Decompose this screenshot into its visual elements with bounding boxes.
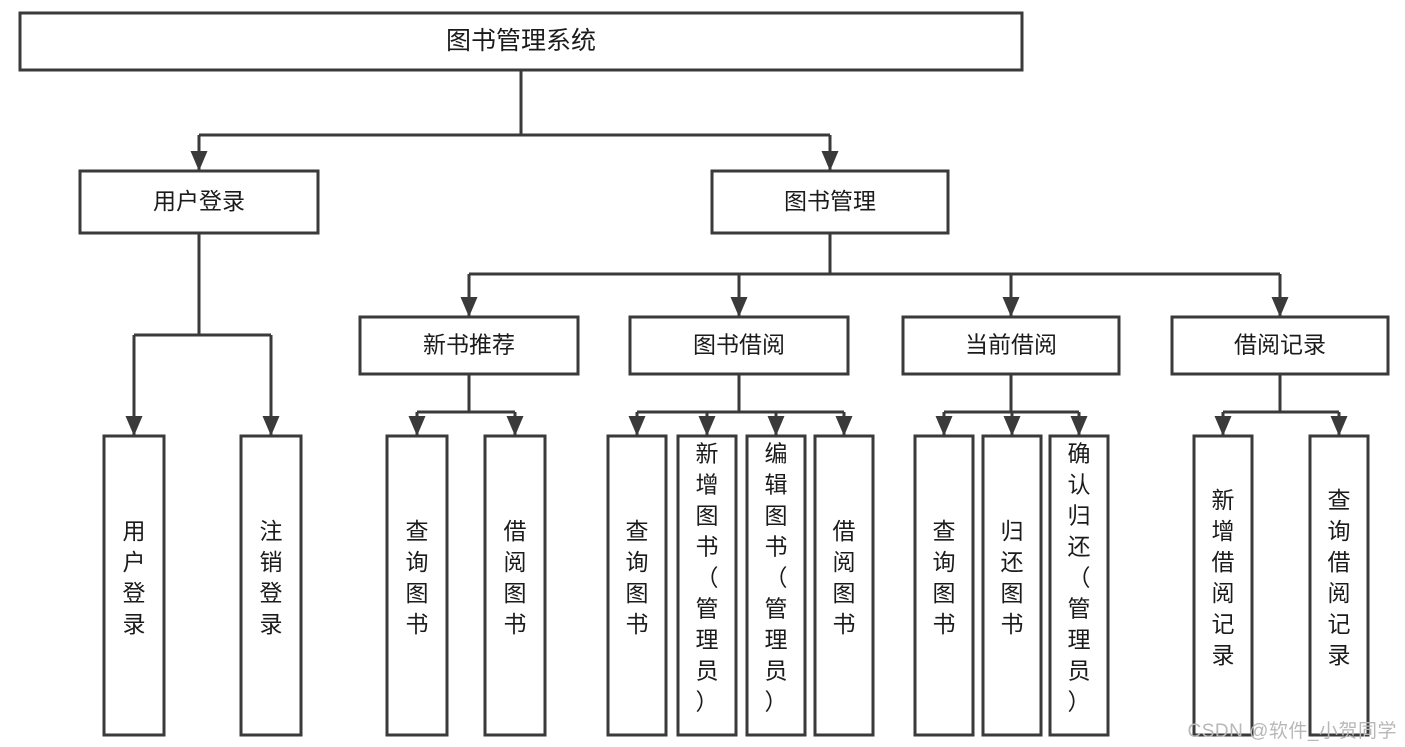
node-leaf-edit-book[interactable]: 编辑图书（管理员）: [745, 434, 807, 737]
node-label-new-book-recommend: 新书推荐: [423, 332, 515, 358]
node-leaf-borrow-book-2[interactable]: 借阅图书: [813, 434, 875, 737]
node-label-leaf-add-record: 新增借阅记录: [1212, 487, 1235, 668]
arrow-icon-borrow-record: [1271, 297, 1289, 317]
arrow-icon-leaf-confirm-return: [1070, 416, 1088, 436]
edge-group-borrow-record: [1214, 374, 1348, 436]
node-book-borrow[interactable]: 图书借阅: [628, 315, 850, 376]
arrow-icon-leaf-add-record: [1214, 416, 1232, 436]
node-box-leaf-user-login: [102, 434, 166, 737]
node-leaf-user-login[interactable]: 用户登录: [102, 434, 166, 737]
edge-group-book-borrow: [628, 374, 853, 436]
node-box-borrow-record: [1170, 315, 1390, 376]
arrow-icon-leaf-query-record: [1330, 416, 1348, 436]
node-box-leaf-return-book: [981, 434, 1043, 737]
node-leaf-query-record[interactable]: 查询借阅记录: [1308, 434, 1370, 737]
node-borrow-record[interactable]: 借阅记录: [1170, 315, 1390, 376]
arrow-icon-leaf-query-book-3: [935, 416, 953, 436]
arrow-icon-new-book-recommend: [460, 297, 478, 317]
node-label-leaf-query-record: 查询借阅记录: [1328, 487, 1351, 668]
node-root[interactable]: 图书管理系统: [18, 11, 1024, 72]
node-box-new-book-recommend: [358, 315, 580, 376]
edge-group-root: [190, 70, 839, 171]
edge-group-new-book-recommend: [408, 374, 524, 436]
node-box-leaf-query-book-3: [913, 434, 975, 737]
node-label-leaf-borrow-book-2: 借阅图书: [833, 518, 856, 637]
edge-group-book-manage: [460, 233, 1289, 317]
node-label-leaf-edit-book: 编辑图书（管理员）: [765, 441, 788, 715]
node-current-borrow[interactable]: 当前借阅: [901, 315, 1121, 376]
arrow-icon-current-borrow: [1002, 297, 1020, 317]
node-box-leaf-confirm-return: [1048, 434, 1110, 737]
node-box-leaf-borrow-book-2: [813, 434, 875, 737]
node-box-leaf-logout: [239, 434, 303, 737]
node-label-leaf-query-book-1: 查询图书: [406, 518, 429, 637]
node-box-book-manage: [710, 169, 950, 235]
node-box-leaf-add-book: [676, 434, 738, 737]
node-label-current-borrow: 当前借阅: [965, 332, 1057, 358]
node-leaf-add-record[interactable]: 新增借阅记录: [1192, 434, 1254, 737]
node-label-leaf-return-book: 归还图书: [1001, 518, 1024, 637]
arrow-icon-leaf-borrow-book-1: [506, 416, 524, 436]
node-leaf-query-book-2[interactable]: 查询图书: [606, 434, 668, 737]
arrow-icon-leaf-return-book: [1003, 416, 1021, 436]
node-leaf-borrow-book-1[interactable]: 借阅图书: [483, 434, 547, 737]
node-leaf-add-book[interactable]: 新增图书（管理员）: [676, 434, 738, 737]
arrow-icon-leaf-edit-book: [767, 416, 785, 436]
node-label-leaf-user-login: 用户登录: [123, 518, 146, 637]
node-book-manage[interactable]: 图书管理: [710, 169, 950, 235]
node-leaf-confirm-return[interactable]: 确认归还（管理员）: [1048, 434, 1110, 737]
node-box-leaf-query-book-2: [606, 434, 668, 737]
csdn-watermark: CSDN @软件_小贺同学: [1187, 721, 1397, 742]
arrow-icon-user-login: [190, 151, 208, 171]
arrow-icon-leaf-user-login: [125, 416, 143, 436]
node-user-login[interactable]: 用户登录: [78, 169, 320, 235]
node-label-root: 图书管理系统: [446, 27, 596, 55]
arrow-icon-leaf-query-book-2: [628, 416, 646, 436]
node-box-leaf-edit-book: [745, 434, 807, 737]
arrow-icon-book-manage: [821, 151, 839, 171]
node-box-book-borrow: [628, 315, 850, 376]
arrow-icon-leaf-query-book-1: [408, 416, 426, 436]
arrow-icon-leaf-borrow-book-2: [835, 416, 853, 436]
node-label-borrow-record: 借阅记录: [1234, 332, 1326, 358]
node-box-leaf-query-record: [1308, 434, 1370, 737]
node-label-leaf-add-book: 新增图书（管理员）: [696, 441, 719, 715]
node-layer: 图书管理系统用户登录图书管理新书推荐图书借阅当前借阅借阅记录用户登录注销登录查询…: [18, 11, 1390, 737]
node-leaf-query-book-1[interactable]: 查询图书: [385, 434, 449, 737]
node-box-leaf-borrow-book-1: [483, 434, 547, 737]
node-box-leaf-query-book-1: [385, 434, 449, 737]
arrow-icon-leaf-add-book: [698, 416, 716, 436]
edge-group-current-borrow: [935, 374, 1088, 436]
node-label-user-login: 用户登录: [153, 188, 245, 214]
node-label-leaf-query-book-2: 查询图书: [626, 518, 649, 637]
arrow-icon-book-borrow: [730, 297, 748, 317]
node-box-leaf-add-record: [1192, 434, 1254, 737]
node-box-user-login: [78, 169, 320, 235]
edge-group-user-login: [125, 233, 280, 436]
node-box-root: [18, 11, 1024, 72]
node-new-book-recommend[interactable]: 新书推荐: [358, 315, 580, 376]
node-label-book-manage: 图书管理: [784, 188, 876, 214]
node-leaf-return-book[interactable]: 归还图书: [981, 434, 1043, 737]
connector-layer: [125, 70, 1348, 436]
node-label-leaf-query-book-3: 查询图书: [933, 518, 956, 637]
arrow-icon-leaf-logout: [262, 416, 280, 436]
node-label-leaf-borrow-book-1: 借阅图书: [504, 518, 527, 637]
node-label-book-borrow: 图书借阅: [693, 332, 785, 358]
node-label-leaf-confirm-return: 确认归还（管理员）: [1068, 441, 1091, 715]
node-box-current-borrow: [901, 315, 1121, 376]
node-label-leaf-logout: 注销登录: [260, 518, 283, 637]
node-leaf-logout[interactable]: 注销登录: [239, 434, 303, 737]
node-leaf-query-book-3[interactable]: 查询图书: [913, 434, 975, 737]
